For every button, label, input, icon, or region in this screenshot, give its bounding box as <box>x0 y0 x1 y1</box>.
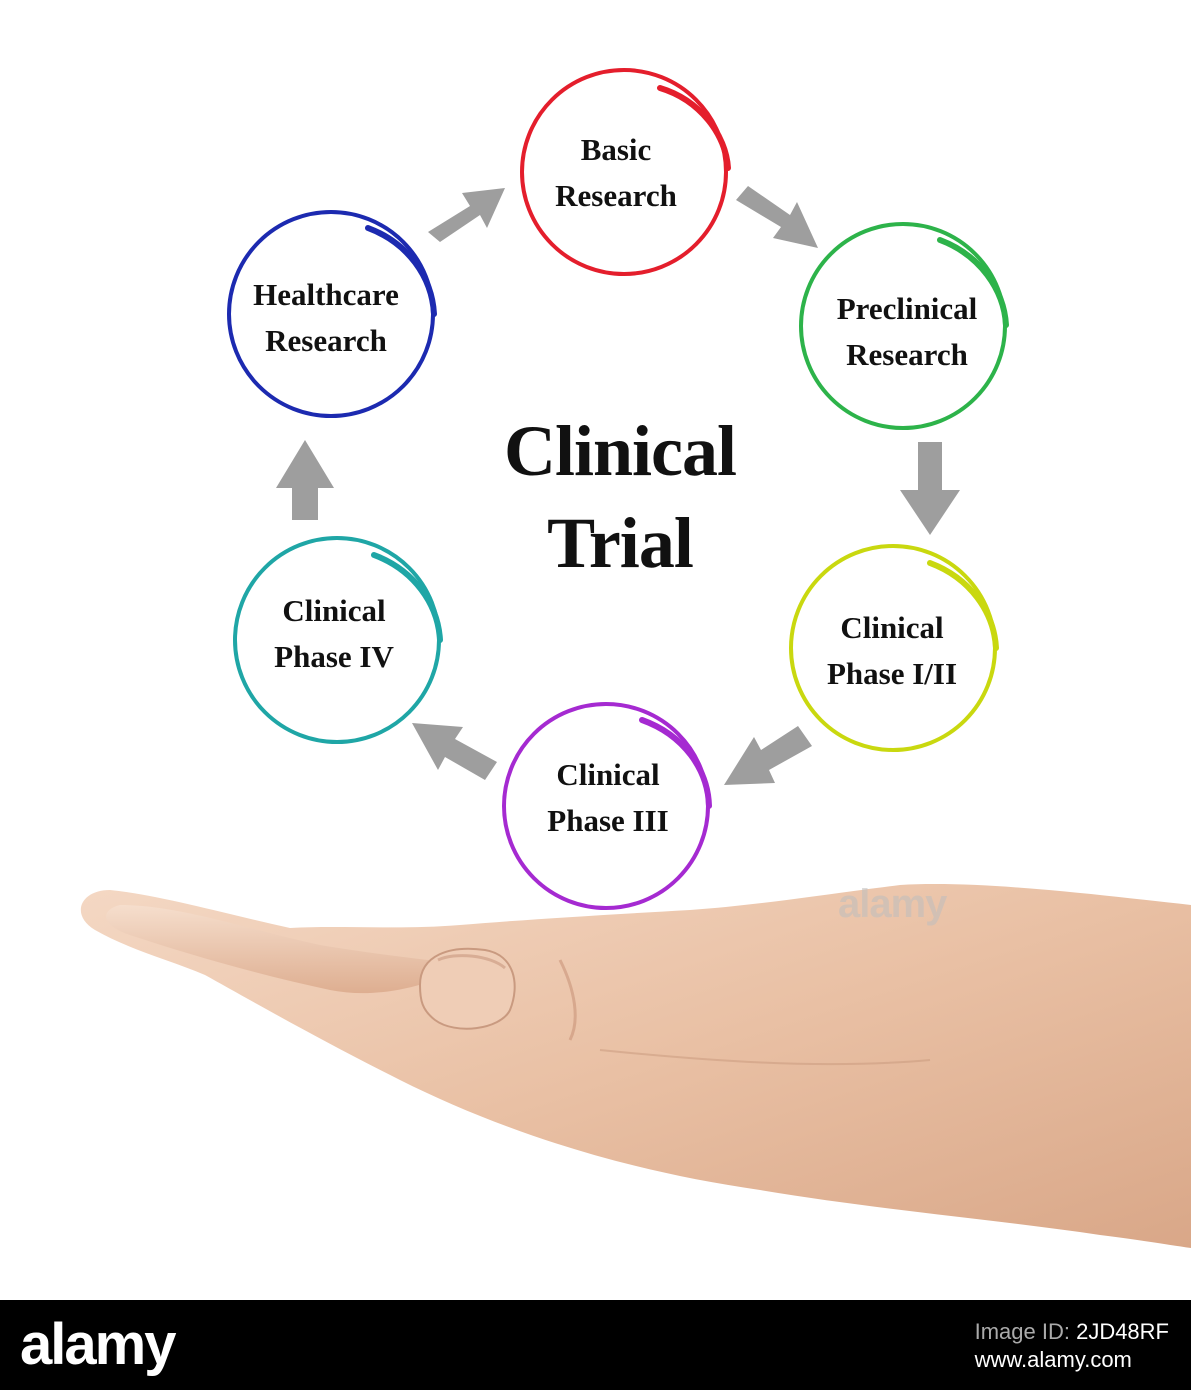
arrow-preclinical-to-phase12 <box>900 442 960 535</box>
diagram-stage: Basic Research Preclinical Research Clin… <box>80 68 1191 1248</box>
image-id-value: 2JD48RF <box>1076 1319 1169 1344</box>
image-id-label: Image ID: <box>974 1319 1077 1344</box>
node-phase4-line1: Clinical <box>282 593 386 628</box>
circle-clinical-phase-12 <box>789 544 999 752</box>
arrow-basic-to-preclinical <box>736 186 818 248</box>
node-preclinical-line2: Research <box>846 337 968 372</box>
footer-logo[interactable]: alamy <box>20 1312 176 1377</box>
watermark: alamy <box>838 882 947 926</box>
footer-url[interactable]: www.alamy.com <box>974 1347 1132 1372</box>
node-phase4-line2: Phase IV <box>274 639 394 674</box>
footer-bar: alamy Image ID: 2JD48RF www.alamy.com <box>0 1300 1191 1390</box>
node-basic-research-label: Basic Research <box>506 127 726 219</box>
node-healthcare-line2: Research <box>265 323 387 358</box>
node-clinical-phase-12-label: Clinical Phase I/II <box>782 605 1002 697</box>
cycle-arrows <box>276 186 960 785</box>
node-phase12-line2: Phase I/II <box>826 656 958 691</box>
node-circles <box>227 68 1009 910</box>
node-basic-line2: Research <box>555 178 677 213</box>
diagram-title: Clinical Trial <box>460 405 780 589</box>
node-preclinical-research-label: Preclinical Research <box>797 286 1017 378</box>
node-clinical-phase-3-label: Clinical Phase III <box>498 752 718 844</box>
image-id-line: Image ID: 2JD48RF <box>975 1318 1169 1346</box>
circle-preclinical-research <box>799 222 1009 430</box>
arrow-phase4-to-healthcare <box>276 440 334 520</box>
arrow-phase3-to-phase4 <box>412 723 497 780</box>
hand-image <box>80 884 1191 1248</box>
circle-healthcare-research <box>227 210 437 418</box>
arrow-phase12-to-phase3 <box>724 726 812 785</box>
node-healthcare-research-label: Healthcare Research <box>216 272 436 364</box>
node-preclinical-line1: Preclinical <box>836 291 978 326</box>
circle-clinical-phase-4 <box>233 536 443 744</box>
node-phase12-line1: Clinical <box>840 610 944 645</box>
node-phase3-line1: Clinical <box>556 757 660 792</box>
node-clinical-phase-4-label: Clinical Phase IV <box>224 588 444 680</box>
circle-clinical-phase-3 <box>502 702 712 910</box>
diagram-svg <box>80 68 1191 1248</box>
arrow-healthcare-to-basic <box>428 188 505 242</box>
footer-info: Image ID: 2JD48RF www.alamy.com <box>975 1318 1169 1374</box>
node-healthcare-line1: Healthcare <box>253 277 399 312</box>
circle-basic-research <box>520 68 731 276</box>
node-basic-line1: Basic <box>580 132 652 167</box>
title-line1: Clinical <box>503 411 737 491</box>
title-line2: Trial <box>547 503 694 583</box>
node-phase3-line2: Phase III <box>547 803 669 838</box>
